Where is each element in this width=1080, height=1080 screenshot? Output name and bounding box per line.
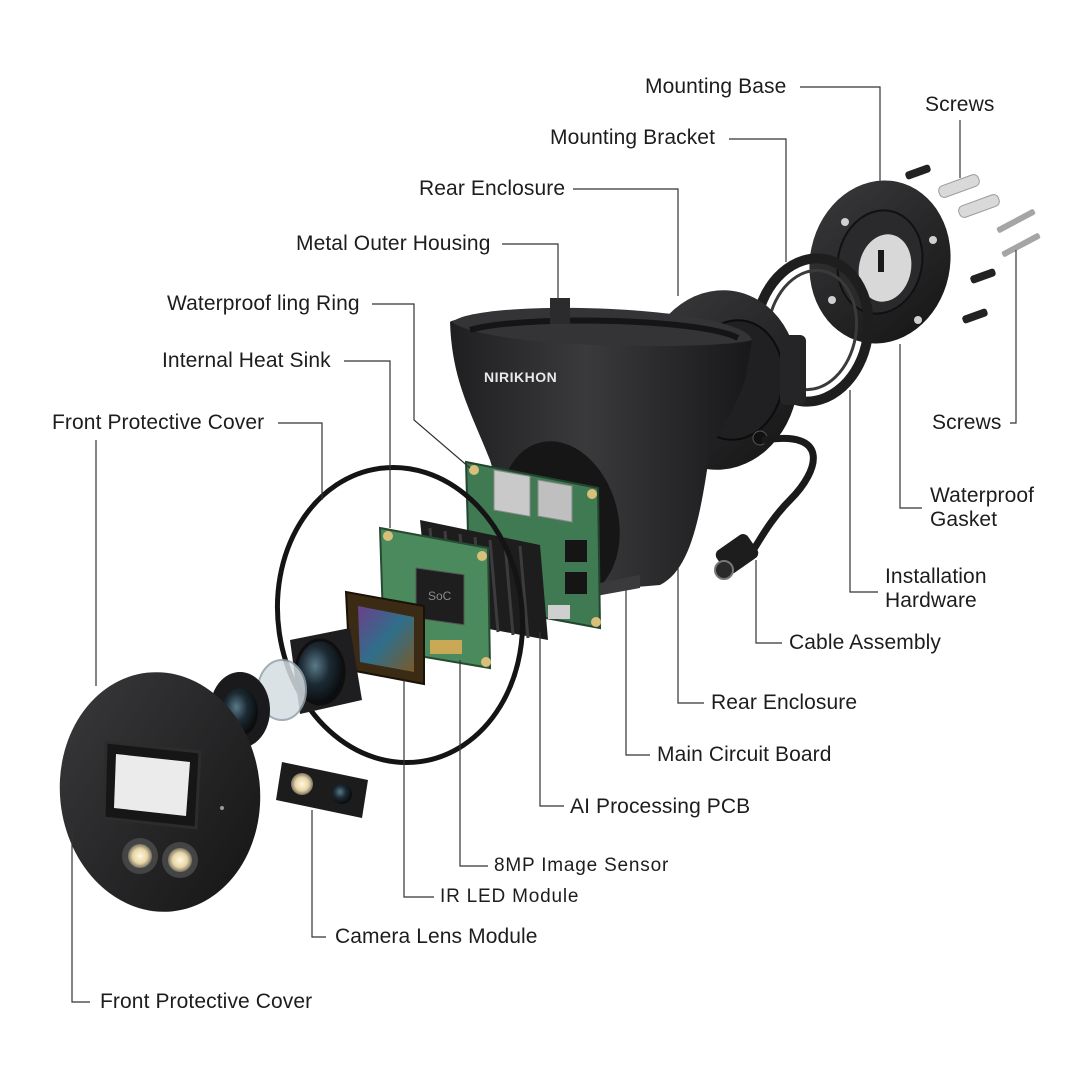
label-camera-lens-module: Camera Lens Module <box>335 925 538 948</box>
label-internal-heat-sink: Internal Heat Sink <box>162 349 331 372</box>
screws-top <box>905 164 1041 324</box>
label-front-protective-cover-top: Front Protective Cover <box>52 411 265 434</box>
front-protective-cover <box>59 672 261 912</box>
label-installation-hardware-line2: Hardware <box>885 589 977 612</box>
soc-chip-text: SoC <box>428 589 452 603</box>
label-installation-hardware: Installation Hardware <box>885 565 1035 613</box>
ir-led-module <box>276 762 368 818</box>
label-screws-top: Screws <box>925 93 995 116</box>
label-mounting-base: Mounting Base <box>645 75 787 98</box>
label-waterproof-gasket-line2: Gasket <box>930 508 998 531</box>
label-waterproof-gasket: Waterproof Gasket <box>930 484 1080 532</box>
leader-lines <box>71 86 1017 1003</box>
camera-lens-module <box>210 628 362 748</box>
brand-logo-text: NIRIKHON <box>484 369 557 385</box>
image-sensor <box>344 590 425 686</box>
label-image-sensor: 8MP Image Sensor <box>494 855 670 876</box>
waterproof-ring <box>274 464 526 766</box>
label-ai-processing-pcb: AI Processing PCB <box>570 795 751 818</box>
label-mounting-bracket: Mounting Bracket <box>550 126 716 149</box>
mounting-base <box>809 180 951 344</box>
label-screws-right: Screws <box>932 411 1002 434</box>
label-waterproof-ring: Waterproof ling Ring <box>167 292 360 315</box>
label-metal-outer-housing: Metal Outer Housing <box>296 232 491 255</box>
label-waterproof-gasket-line1: Waterproof <box>930 484 1035 507</box>
label-front-protective-cover-bottom: Front Protective Cover <box>100 990 313 1013</box>
label-installation-hardware-line1: Installation <box>885 565 987 588</box>
label-ir-led-module: IR LED Module <box>440 886 580 907</box>
label-rear-enclosure-bottom: Rear Enclosure <box>711 691 858 714</box>
label-rear-enclosure-top: Rear Enclosure <box>419 177 566 200</box>
cable-assembly <box>714 435 817 580</box>
label-main-circuit-board: Main Circuit Board <box>657 743 832 766</box>
label-cable-assembly: Cable Assembly <box>789 631 941 654</box>
